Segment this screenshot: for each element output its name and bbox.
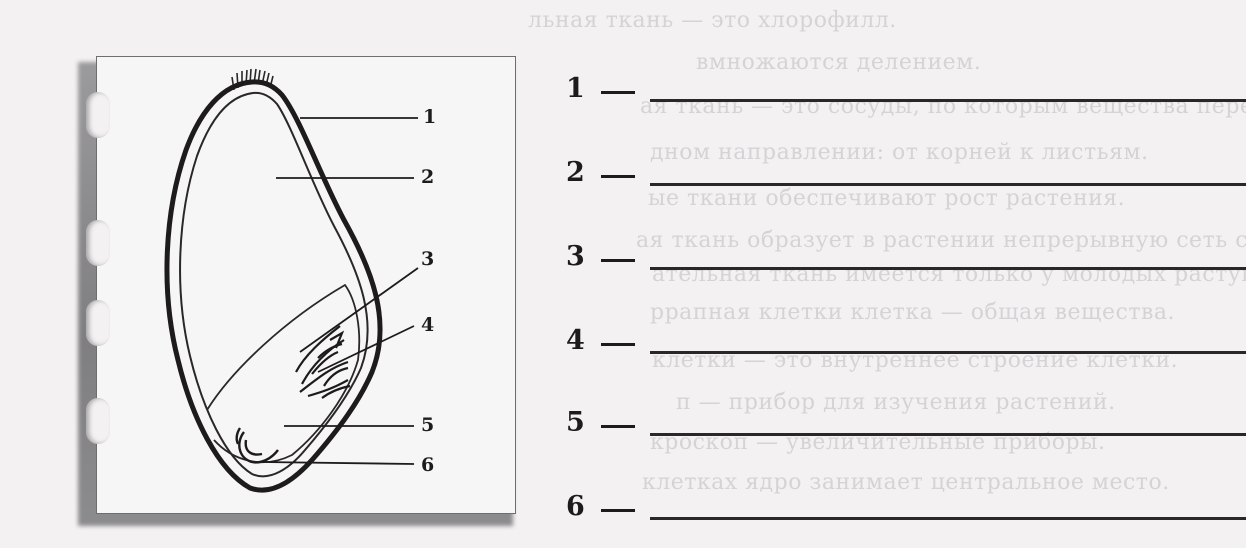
answer-blank[interactable] xyxy=(650,183,1246,186)
embryo-root xyxy=(237,428,278,462)
answer-number: 5 xyxy=(566,409,585,436)
answer-row-4: 4 xyxy=(566,318,1246,358)
embryo-bud xyxy=(296,326,350,398)
answer-dash xyxy=(601,259,635,262)
answer-blank[interactable] xyxy=(650,99,1246,102)
answer-blank[interactable] xyxy=(650,517,1246,520)
answer-blank[interactable] xyxy=(650,351,1246,354)
answer-blank[interactable] xyxy=(650,433,1246,436)
answer-row-3: 3 xyxy=(566,234,1246,274)
figure-label-4: 4 xyxy=(421,316,434,335)
answer-dash xyxy=(601,175,635,178)
figure-label-5: 5 xyxy=(421,416,434,435)
answer-number: 1 xyxy=(566,75,585,102)
answer-blank[interactable] xyxy=(650,267,1246,270)
leader-lines xyxy=(262,118,418,464)
answer-dash xyxy=(601,425,635,428)
answer-number: 6 xyxy=(566,493,585,520)
answer-row-6: 6 xyxy=(566,484,1246,524)
grain-outer-contour xyxy=(167,82,380,490)
answer-number: 3 xyxy=(566,243,585,270)
answer-number: 2 xyxy=(566,159,585,186)
answer-row-1: 1 xyxy=(566,66,1246,106)
grain-inner-contour xyxy=(180,93,368,476)
figure-label-1: 1 xyxy=(423,108,436,127)
answer-dash xyxy=(601,343,635,346)
answer-row-5: 5 xyxy=(566,400,1246,440)
answer-number: 4 xyxy=(566,327,585,354)
figure-label-6: 6 xyxy=(421,456,434,475)
answer-row-2: 2 xyxy=(566,150,1246,190)
figure-label-3: 3 xyxy=(421,250,434,269)
answer-dash xyxy=(601,91,635,94)
figure-label-2: 2 xyxy=(421,168,434,187)
answer-dash xyxy=(601,509,635,512)
